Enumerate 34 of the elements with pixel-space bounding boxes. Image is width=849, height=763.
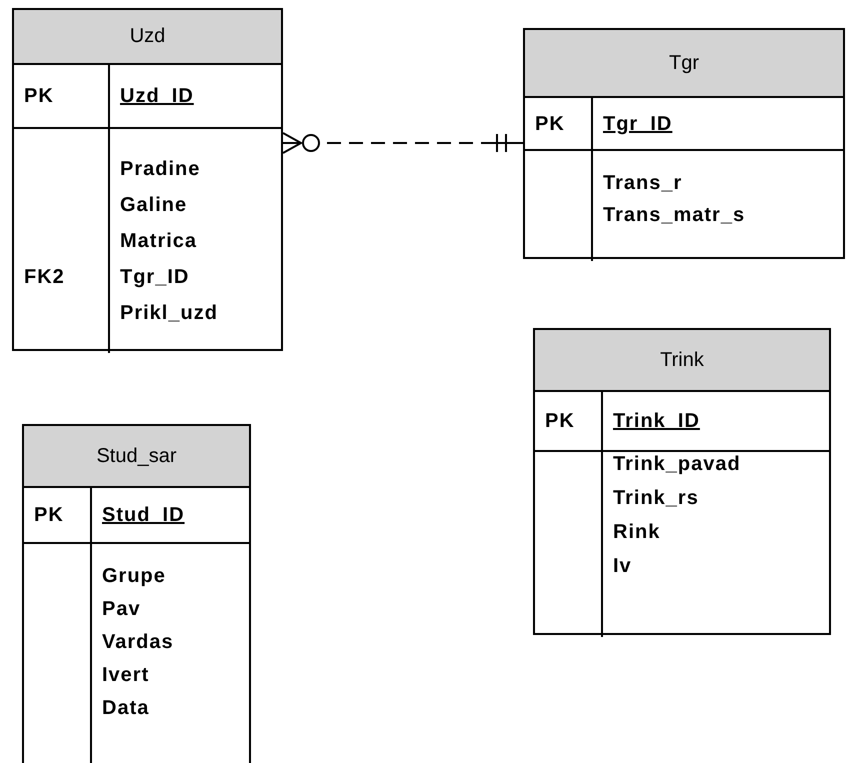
primary-key-field: Trink_ID [613,409,700,433]
relationship-line [282,132,524,154]
attribute-field: Trink_rs [613,486,699,510]
attribute-field: Trans_r [603,171,682,195]
attribute-field: Ivert [102,663,150,687]
key-label: PK [34,503,64,527]
table-header: Uzd [14,10,281,65]
key-label: PK [545,409,575,433]
table-header: Tgr [525,30,843,98]
attribute-field: Trink_pavad [613,452,741,476]
primary-key-field: Tgr_ID [603,112,672,136]
attribute-field: Rink [613,520,660,544]
entity-table [533,328,831,635]
attribute-field: Grupe [102,564,166,588]
attribute-field: Pav [102,597,141,621]
attribute-field: Vardas [102,630,174,654]
key-label: PK [24,84,54,108]
primary-key-field: Stud_ID [102,503,185,527]
table-header: Stud_sar [24,426,249,488]
key-label: FK2 [24,265,65,289]
attribute-field: Matrica [120,229,198,253]
attribute-field: Galine [120,193,188,217]
attribute-field: Trans_matr_s [603,203,746,227]
table-header: Trink [535,330,829,392]
primary-key-field: Uzd_ID [120,84,194,108]
attribute-field: Prikl_uzd [120,301,218,325]
entity-table [22,424,251,763]
attribute-field: Tgr_ID [120,265,190,289]
attribute-field: Data [102,696,150,720]
key-label: PK [535,112,565,136]
entity-table [12,8,283,351]
attribute-field: Iv [613,554,632,578]
entity-table [523,28,845,259]
attribute-field: Pradine [120,157,200,181]
